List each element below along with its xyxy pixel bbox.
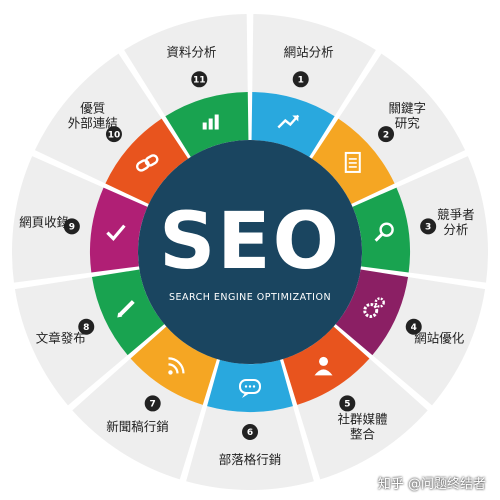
segment-label: 網站優化	[414, 330, 465, 345]
segment-number: 4	[411, 323, 417, 333]
outer-segment-9	[11, 156, 104, 283]
rss-icon	[168, 357, 185, 375]
outer-segment-6	[186, 406, 314, 490]
checkmark-icon	[106, 224, 126, 242]
segment-number: 1	[298, 75, 304, 85]
segment-label: 文章發布	[36, 330, 86, 345]
bar-chart-icon	[202, 114, 219, 130]
center-subtitle: SEARCH ENGINE OPTIMIZATION	[169, 292, 331, 303]
segment-label: 研究	[395, 115, 421, 130]
segment-number: 3	[425, 223, 431, 233]
segment-label: 優質	[80, 100, 105, 115]
outer-segment-7	[72, 358, 203, 480]
inner-segment-11	[165, 92, 249, 157]
center-disc: SEO SEARCH ENGINE OPTIMIZATION	[138, 140, 362, 364]
outer-ring	[11, 14, 488, 490]
segment-number-badge: 1	[292, 71, 309, 88]
inner-segment-2	[311, 118, 395, 205]
pencil-icon	[117, 300, 135, 318]
outer-segment-4	[372, 276, 486, 406]
segment-label: 整合	[350, 426, 376, 441]
gears-icon	[363, 297, 385, 318]
magnifier-icon	[374, 222, 394, 242]
center-circle	[138, 140, 362, 364]
segment-number: 10	[108, 130, 121, 140]
segment-number-badge: 6	[242, 424, 258, 440]
segment-label: 資料分析	[166, 44, 216, 59]
watermark: 知乎 @问题终结者	[377, 477, 486, 492]
segment-label: 分析	[443, 222, 468, 237]
outer-segment-3	[396, 156, 488, 283]
outer-segment-1	[252, 14, 376, 117]
outer-segment-5	[297, 358, 428, 480]
outer-segment-11	[124, 14, 248, 117]
segment-number-badge: 3	[420, 218, 437, 235]
segment-number-badge: 8	[78, 318, 95, 335]
segment-label: 網站分析	[284, 44, 334, 59]
inner-segment-8	[91, 269, 165, 356]
outer-segment-2	[338, 53, 466, 184]
segment-number-badge: 7	[144, 395, 161, 412]
inner-segment-4	[335, 269, 409, 356]
user-icon	[314, 356, 333, 376]
center-title: SEO	[159, 197, 341, 287]
inner-color-ring	[90, 92, 411, 412]
document-icon	[344, 151, 361, 173]
segment-number-badge: 2	[378, 126, 395, 143]
segment-label: 網頁收錄	[19, 214, 70, 229]
segment-label: 社群媒體	[337, 411, 387, 426]
segment-number-badge: 4	[405, 318, 422, 335]
segment-label: 部落格行銷	[219, 452, 282, 467]
segment-label: 競爭者	[437, 207, 475, 222]
segment-label: 外部連結	[68, 115, 118, 130]
outer-segment-10	[34, 53, 162, 184]
segment-number: 9	[69, 223, 75, 233]
segment-number: 6	[247, 428, 253, 438]
segment-number: 2	[383, 130, 389, 140]
trend-chart-icon	[277, 114, 300, 129]
segment-number: 11	[193, 75, 206, 85]
segment-number-badge: 5	[339, 395, 356, 412]
inner-segment-1	[251, 92, 335, 157]
link-icon	[135, 154, 159, 172]
segment-number-badge: 9	[63, 218, 80, 235]
chat-bubble-icon	[239, 379, 261, 398]
segment-number-badge: 11	[191, 71, 208, 88]
segment-label: 新聞稿行銷	[106, 419, 169, 434]
segment-number-badge: 10	[105, 126, 122, 143]
segment-label: 關鍵字	[388, 100, 426, 115]
segment-number: 7	[150, 400, 156, 410]
inner-segment-5	[283, 326, 370, 405]
outer-segment-8	[14, 276, 128, 406]
segment-number: 8	[83, 323, 89, 333]
segment-number: 5	[344, 400, 350, 410]
